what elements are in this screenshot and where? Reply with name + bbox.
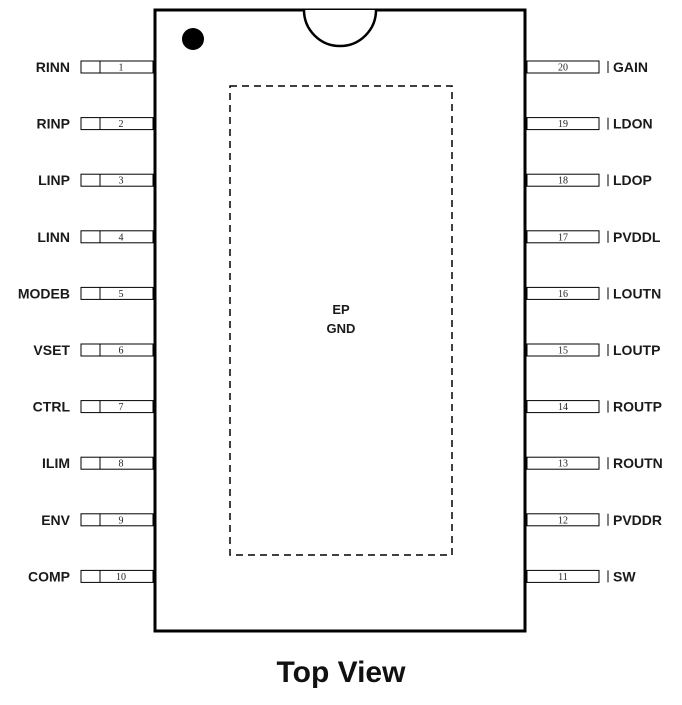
pin-1: 1 RINN bbox=[36, 59, 154, 75]
pin-lead bbox=[526, 400, 600, 414]
pin-8: 8 ILIM bbox=[42, 455, 154, 471]
pin-name: LDOP bbox=[613, 172, 652, 188]
pin-name: LOUTP bbox=[613, 342, 660, 358]
orientation-notch bbox=[302, 9, 378, 48]
pin-number: 15 bbox=[558, 346, 568, 357]
pin-number: 4 bbox=[119, 232, 124, 243]
pin-lead bbox=[80, 117, 154, 131]
left-pin-row: 1 RINN 2 RINP 3 LINP 4 LINN 5 MODEB 6 VSET 7 CTRL 8 ILI… bbox=[18, 59, 154, 584]
pin-number: 12 bbox=[558, 515, 568, 526]
pin-lead bbox=[526, 456, 600, 470]
pin-lead bbox=[526, 569, 600, 583]
pin-2: 2 RINP bbox=[37, 116, 154, 132]
pin-19: 19 LDON bbox=[526, 116, 653, 132]
pin-lead bbox=[80, 456, 154, 470]
pin-number: 17 bbox=[558, 232, 568, 243]
pin-name: LINN bbox=[37, 229, 70, 245]
exposed-pad-label: EP bbox=[332, 302, 350, 317]
pin-lead bbox=[526, 230, 600, 244]
pin-name: PVDDL bbox=[613, 229, 661, 245]
pin-lead bbox=[526, 513, 600, 527]
pin1-indicator-dot bbox=[182, 28, 204, 50]
pin-17: 17 PVDDL bbox=[526, 229, 661, 245]
pin-20: 20 GAIN bbox=[526, 59, 648, 75]
pin-lead bbox=[526, 60, 600, 74]
pin-number: 19 bbox=[558, 119, 568, 130]
pin-14: 14 ROUTP bbox=[526, 399, 662, 415]
pin-lead bbox=[80, 60, 154, 74]
pin-number: 6 bbox=[119, 346, 124, 357]
pin-15: 15 LOUTP bbox=[526, 342, 660, 358]
pin-6: 6 VSET bbox=[33, 342, 154, 358]
pin-9: 9 ENV bbox=[41, 512, 154, 528]
pin-12: 12 PVDDR bbox=[526, 512, 662, 528]
pin-lead bbox=[526, 173, 600, 187]
pin-7: 7 CTRL bbox=[33, 399, 154, 415]
pin-11: 11 SW bbox=[526, 568, 636, 584]
pin-number: 7 bbox=[119, 402, 124, 413]
pin-lead bbox=[80, 400, 154, 414]
pin-lead bbox=[80, 569, 154, 583]
pin-name: ROUTN bbox=[613, 455, 663, 471]
pin-5: 5 MODEB bbox=[18, 285, 154, 301]
pin-lead bbox=[80, 286, 154, 300]
pin-name: LOUTN bbox=[613, 285, 661, 301]
exposed-pad-outline bbox=[229, 85, 453, 556]
pin-number: 1 bbox=[119, 63, 124, 74]
pin-lead bbox=[526, 286, 600, 300]
pin-name: RINP bbox=[37, 116, 70, 132]
pin-lead bbox=[526, 343, 600, 357]
pin-16: 16 LOUTN bbox=[526, 285, 661, 301]
pin-name: ILIM bbox=[42, 455, 70, 471]
diagram-title: Top View bbox=[276, 656, 406, 689]
pin-name: RINN bbox=[36, 59, 70, 75]
pin-number: 10 bbox=[116, 572, 126, 583]
pin-name: PVDDR bbox=[613, 512, 662, 528]
pin-number: 20 bbox=[558, 63, 568, 74]
pin-number: 14 bbox=[558, 402, 568, 413]
pin-number: 9 bbox=[119, 515, 124, 526]
pin-name: LDON bbox=[613, 116, 653, 132]
pin-name: COMP bbox=[28, 568, 70, 584]
pin-lead bbox=[80, 230, 154, 244]
pin-number: 2 bbox=[119, 119, 124, 130]
pin-name: SW bbox=[613, 568, 636, 584]
pin-name: MODEB bbox=[18, 285, 70, 301]
pin-name: VSET bbox=[33, 342, 70, 358]
pin-10: 10 COMP bbox=[28, 568, 154, 584]
pin-name: CTRL bbox=[33, 399, 71, 415]
pin-number: 11 bbox=[558, 572, 568, 583]
pin-lead bbox=[526, 117, 600, 131]
pin-name: ROUTP bbox=[613, 399, 662, 415]
exposed-pad-net: GND bbox=[327, 321, 356, 336]
pin-lead bbox=[80, 173, 154, 187]
pin-name: GAIN bbox=[613, 59, 648, 75]
pin-lead bbox=[80, 343, 154, 357]
pin-number: 16 bbox=[558, 289, 568, 300]
pin-13: 13 ROUTN bbox=[526, 455, 663, 471]
pin-number: 5 bbox=[119, 289, 124, 300]
pin-number: 8 bbox=[119, 459, 124, 470]
pin-18: 18 LDOP bbox=[526, 172, 652, 188]
pin-4: 4 LINN bbox=[37, 229, 154, 245]
pin-name: ENV bbox=[41, 512, 70, 528]
pin-lead bbox=[80, 513, 154, 527]
pin-number: 13 bbox=[558, 459, 568, 470]
package-body bbox=[153, 8, 527, 633]
pin-name: LINP bbox=[38, 172, 70, 188]
pin-number: 18 bbox=[558, 176, 568, 187]
pin-3: 3 LINP bbox=[38, 172, 154, 188]
pin-number: 3 bbox=[119, 176, 124, 187]
